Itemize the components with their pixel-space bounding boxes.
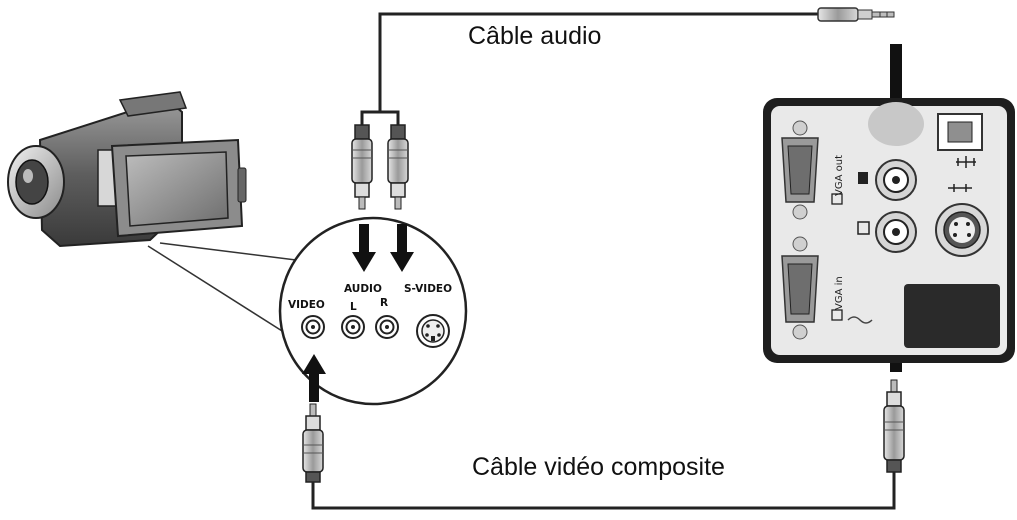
- audio-right-jack-icon: [375, 315, 399, 339]
- video-in-jack: [857, 211, 917, 253]
- right-jack-label: R: [380, 297, 388, 309]
- svideo-jack-icon: [416, 314, 450, 348]
- audio-plug-left: [351, 124, 373, 210]
- vga-out-port: VGA out: [781, 120, 845, 220]
- composite-plug-projector: [883, 379, 905, 473]
- composite-plug-camcorder: [302, 403, 324, 483]
- composite-cable: [311, 470, 896, 510]
- video-jack-label: VIDEO: [288, 299, 325, 311]
- left-jack-label: L: [350, 301, 357, 313]
- vga-in-label: VGA in: [834, 276, 845, 310]
- projector-panel-icon: VGA out VGA in: [763, 98, 1015, 363]
- audio-jack-label: AUDIO: [344, 283, 382, 295]
- svideo-jack-label: S-VIDEO: [404, 283, 452, 295]
- camcorder-jacks-detail: VIDEO AUDIO L R S-VIDEO: [278, 216, 468, 406]
- composite-cable-label: Câble vidéo composite: [472, 453, 725, 481]
- power-inlet: [847, 284, 1000, 348]
- zoom-lines: [147, 242, 321, 337]
- arrow-audio-left: [352, 224, 376, 272]
- arrow-video-in-camcorder: [302, 354, 326, 402]
- video-jack-icon: [301, 315, 325, 339]
- vga-in-port: VGA in: [781, 236, 845, 340]
- minijack-plug-icon: [817, 7, 895, 22]
- audio-left-jack-icon: [341, 315, 365, 339]
- audio-plug-right: [387, 124, 409, 210]
- audio-cable: [360, 12, 820, 125]
- arrow-audio-right: [390, 224, 414, 272]
- audio-in-jack: [858, 102, 924, 201]
- rca-plug-icon: [351, 124, 409, 210]
- usb-icon: [937, 113, 983, 168]
- camcorder-icon: [7, 91, 247, 248]
- vga-out-label: VGA out: [834, 155, 845, 196]
- audio-cable-label: Câble audio: [468, 22, 602, 50]
- svideo-port-icon: [935, 184, 989, 257]
